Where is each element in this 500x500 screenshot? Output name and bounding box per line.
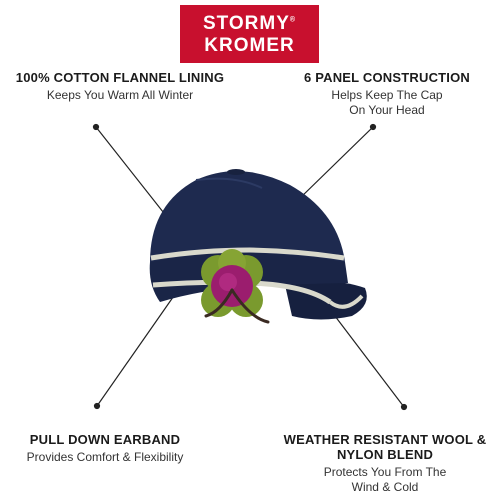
leader-line-earband [96, 289, 179, 407]
toggle-cord [230, 288, 270, 324]
callout-description-line: Protects You From The [323, 465, 447, 479]
cap-trim-upper [150, 247, 345, 261]
callout-description-line: On Your Head [349, 103, 425, 117]
callout-description-line: Wind & Cold [351, 480, 419, 494]
callout-title-line: NYLON BLEND [336, 447, 434, 462]
leader-dot [93, 402, 101, 410]
callout-description-line: Helps Keep The Cap [331, 88, 443, 102]
brand-logo: STORMY® KROMER [180, 5, 319, 63]
callout-title: 100% COTTON FLANNEL LINING [15, 70, 225, 85]
callout-title: 6 PANEL CONSTRUCTION [303, 70, 471, 85]
callout-description: Keeps You Warm All Winter [46, 88, 194, 102]
cap-button [227, 169, 245, 175]
callout-weather-resistant: WEATHER RESISTANT WOOL & NYLON BLEND Pro… [270, 432, 500, 495]
logo-line1: STORMY [202, 12, 290, 34]
logo-trademark: ® [289, 16, 297, 24]
callout-title-line: WEATHER RESISTANT WOOL & [283, 432, 487, 447]
leader-dot [369, 123, 377, 131]
callout-lining: 100% COTTON FLANNEL LINING Keeps You War… [0, 70, 240, 103]
cap-seam [195, 177, 263, 189]
cap-trim-brim [328, 294, 364, 309]
leader-dot [400, 403, 408, 411]
callout-description: Provides Comfort & Flexibility [26, 450, 184, 464]
callout-title: PULL DOWN EARBAND [29, 432, 181, 447]
flower-ornament [201, 249, 270, 324]
leader-dot [92, 123, 100, 131]
callout-panel-construction: 6 PANEL CONSTRUCTION Helps Keep The Cap … [274, 70, 500, 118]
flower-center-highlight [219, 273, 237, 291]
callout-earband: PULL DOWN EARBAND Provides Comfort & Fle… [0, 432, 210, 465]
toggle-cord [204, 288, 234, 318]
logo-line2: KROMER [204, 34, 295, 56]
